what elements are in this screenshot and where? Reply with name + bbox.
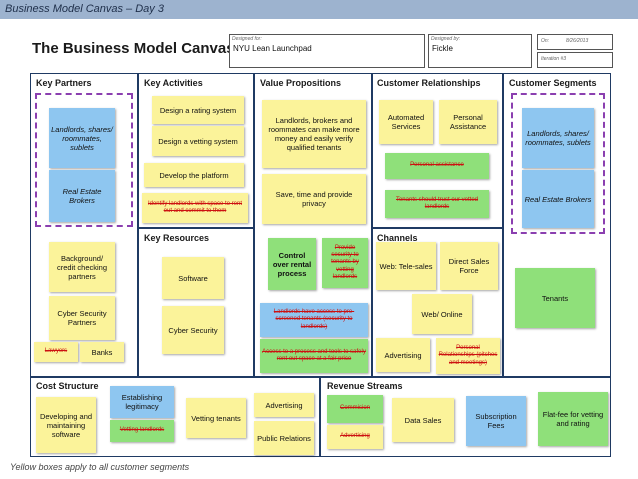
key-partners-title: Key Partners <box>36 78 92 88</box>
note-ch-direct: Direct Sales Force <box>440 242 498 290</box>
designed-by-value: Fickle <box>432 44 453 53</box>
customer-relationships-title: Customer Relationships <box>377 78 481 88</box>
bar-title: Business Model Canvas – Day 3 <box>5 3 164 15</box>
date-value: 8/26/2013 <box>566 38 589 44</box>
note-kr-software: Software <box>162 257 224 299</box>
iteration-value: Iteration #3 <box>541 56 567 62</box>
note-kp-background: Background/ credit checking partners <box>49 242 115 292</box>
note-vp-provide-security: Provide security to tenants by vetting l… <box>322 238 368 288</box>
note-kp-brokers: Real Estate Brokers <box>49 170 115 222</box>
iteration-box: Iteration #3 <box>537 52 613 68</box>
note-kp-landlords: Landlords, shares/ roommates, sublets <box>49 108 115 168</box>
note-vp-connect: Landlords, brokers and roommates can mak… <box>262 100 366 168</box>
key-resources-section <box>138 228 254 377</box>
on-label: On: <box>541 38 550 44</box>
key-activities-title: Key Activities <box>144 78 203 88</box>
note-rs-subscription: Subscription Fees <box>466 396 526 446</box>
revenue-streams-title: Revenue Streams <box>327 381 403 391</box>
note-kp-banks: Banks <box>80 342 124 362</box>
note-co-vetting-landlords: Vetting landlords <box>110 420 174 442</box>
note-cr-personal: Personal Assistance <box>439 100 497 144</box>
designed-by-label: Designed by: <box>431 36 461 42</box>
designed-by-box: Designed by: Fickle <box>428 34 532 68</box>
note-rs-data: Data Sales <box>392 398 454 442</box>
note-vp-access: Landlords have access to pre-screened te… <box>260 303 368 337</box>
note-cr-personal-struck: Personal assistance <box>385 153 489 179</box>
key-resources-title: Key Resources <box>144 233 210 243</box>
note-cr-automated: Automated Services <box>379 100 433 144</box>
note-cs-landlords: Landlords, shares/ roommates, sublets <box>522 108 594 168</box>
designed-for-value: NYU Lean Launchpad <box>233 44 312 53</box>
segment-outline-partners <box>35 93 133 227</box>
note-ka-identify: Identify landlords with space to rent ou… <box>142 193 248 223</box>
note-vp-control: Control over rental process <box>268 238 316 290</box>
note-co-legitimacy: Establishing legitimacy <box>110 386 174 418</box>
footer-note: Yellow boxes apply to all customer segme… <box>10 462 190 472</box>
designed-for-label: Designed for: <box>232 36 262 42</box>
cost-structure-title: Cost Structure <box>36 381 99 391</box>
note-co-developing: Developing and maintaining software <box>36 397 96 453</box>
note-co-pr: Public Relations <box>254 421 314 455</box>
note-ka-vetting: Design a vetting system <box>152 126 244 156</box>
customer-segments-title: Customer Segments <box>509 78 597 88</box>
note-ch-web: Web: Tele-sales <box>376 242 436 290</box>
note-vp-process: Access to a process and tools to safely … <box>260 339 368 373</box>
value-propositions-title: Value Propositions <box>260 78 342 88</box>
note-ch-advertising: Advertising <box>376 338 430 372</box>
segment-outline-customers <box>511 93 605 234</box>
note-rs-flat: Flat-fee for vetting and rating <box>538 392 608 446</box>
note-ch-online: Web/ Online <box>412 294 472 334</box>
note-kp-cyber: Cyber Security Partners <box>49 296 115 340</box>
date-box: On: 8/26/2013 <box>537 34 613 50</box>
header-bar: Business Model Canvas – Day 3 <box>0 0 638 19</box>
canvas-title: The Business Model Canvas <box>32 40 235 57</box>
note-cs-tenants: Tenants <box>515 268 595 328</box>
note-ch-referral: Personal Relationships (pitches and meet… <box>436 338 500 374</box>
note-rs-advertising: Advertising <box>327 425 383 449</box>
note-rs-commision: Commision <box>327 395 383 423</box>
note-vp-save: Save, time and provide privacy <box>262 174 366 224</box>
note-kr-cyber: Cyber Security <box>162 306 224 354</box>
designed-for-box: Designed for: NYU Lean Launchpad <box>229 34 425 68</box>
note-ka-platform: Develop the platform <box>144 163 244 187</box>
note-co-advertising: Advertising <box>254 393 314 417</box>
note-co-vetting-tenants: Vetting tenants <box>186 398 246 438</box>
note-cr-trust: Tenants should trust our vetted landlord… <box>385 190 489 218</box>
channels-title: Channels <box>377 233 418 243</box>
note-kp-lawyers: Lawyers <box>34 342 78 362</box>
note-cs-brokers: Real Estate Brokers <box>522 170 594 228</box>
note-ka-rating: Design a rating system <box>152 96 244 124</box>
